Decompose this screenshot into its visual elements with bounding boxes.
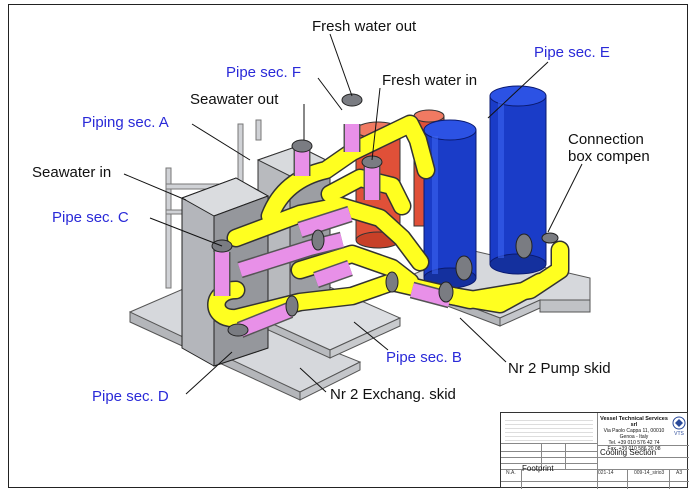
title-block [500, 412, 689, 489]
label-pipe-sec-c: Pipe sec. C [52, 209, 129, 226]
drawing-frame [8, 4, 688, 488]
pink-pipes [213, 124, 453, 338]
pump-1 [423, 119, 477, 289]
label-fresh-water-out: Fresh water out [312, 18, 417, 35]
callout-leaders [123, 33, 583, 395]
drawing-number: 009-14_sirio3 [634, 470, 665, 476]
label-piping-sec-a: Piping sec. A [82, 114, 169, 131]
label-connection: Connection [568, 131, 644, 148]
vts-logo: VTS [672, 416, 686, 438]
label-seawater-out: Seawater out [190, 91, 279, 108]
pump-2 [489, 85, 547, 275]
drawing-subtitle: Footprint [522, 464, 554, 473]
label-pipe-sec-f: Pipe sec. F [226, 64, 302, 81]
label-pipe-sec-b: Pipe sec. B [386, 349, 462, 366]
company-info: Vessel Technical Services srl Via Paolo … [600, 416, 668, 452]
drawing-title: Cooling Section [600, 448, 657, 457]
label-box-compensator: box compen [568, 148, 650, 165]
label-pipe-sec-e: Pipe sec. E [534, 44, 610, 61]
scale-value: N.A. [506, 470, 516, 476]
sheet-size: A3 [676, 470, 683, 476]
label-pipe-sec-d: Pipe sec. D [92, 388, 169, 405]
label-nr2-exchang-skid: Nr 2 Exchang. skid [330, 386, 456, 403]
label-seawater-in: Seawater in [32, 164, 112, 181]
label-fresh-water-in: Fresh water in [382, 72, 478, 89]
label-nr2-pump-skid: Nr 2 Pump skid [508, 360, 611, 377]
tb-notes [505, 417, 593, 441]
project-code: 021-14 [598, 470, 614, 476]
svg-text:VTS: VTS [674, 431, 684, 437]
